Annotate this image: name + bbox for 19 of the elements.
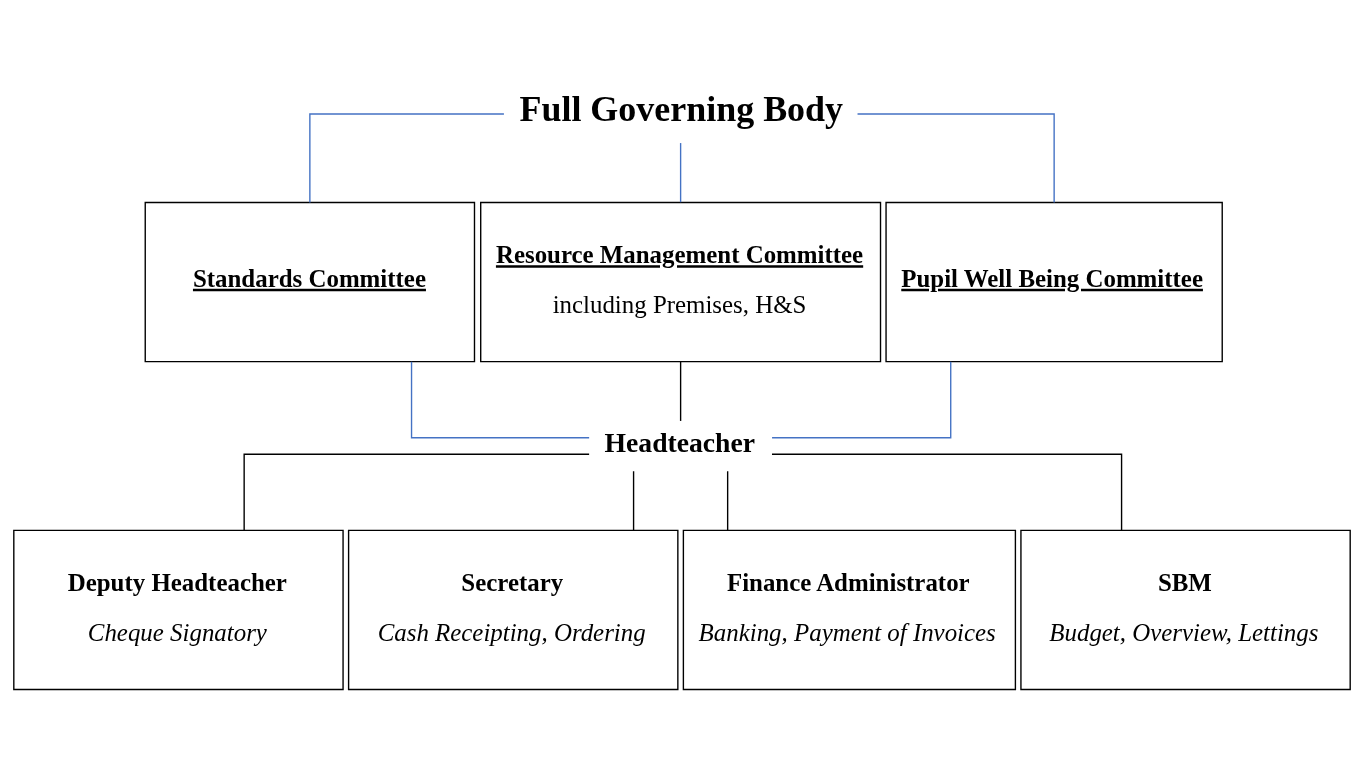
node-box: Pupil Well Being Committee <box>885 201 1223 363</box>
connector <box>309 113 505 204</box>
connector <box>679 142 682 203</box>
connector <box>410 361 590 439</box>
node-box: Resource Management Committee including Premises, H&S <box>480 201 882 363</box>
node-box: Secretary Cash Receipting, Ordering <box>347 529 679 691</box>
node-box: Deputy Headteacher Cheque Signatory <box>13 529 344 691</box>
node-box: SBM Budget, Overview, Lettings <box>1020 529 1351 691</box>
connector <box>726 470 729 531</box>
node-box: Standards Committee <box>144 201 476 363</box>
node-box: Finance Administrator Banking, Payment of Invoices <box>682 529 1017 691</box>
connector <box>243 453 590 531</box>
connector <box>679 360 682 422</box>
node-text: Full Governing Body <box>519 88 844 129</box>
connector <box>771 453 1123 531</box>
node-text: Headteacher <box>604 426 756 458</box>
connector <box>632 470 635 531</box>
connector <box>771 361 952 439</box>
connector <box>856 113 1055 204</box>
